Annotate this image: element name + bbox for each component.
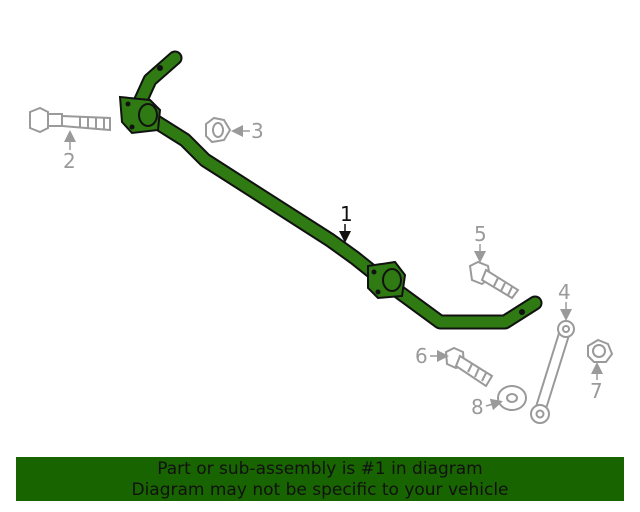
nut-part-3[interactable]	[205, 116, 232, 144]
callout-6: 6	[415, 344, 428, 368]
banner-line-disclaimer: Diagram may not be specific to your vehi…	[131, 480, 509, 500]
bolt-part-2[interactable]	[29, 106, 111, 134]
callout-2: 2	[63, 149, 76, 173]
bolt-part-6[interactable]	[444, 346, 494, 388]
callout-8: 8	[471, 395, 484, 419]
banner-line-part: Part or sub-assembly is #1 in diagram	[157, 459, 483, 479]
callout-4: 4	[558, 280, 571, 304]
diagram-note-banner: Part or sub-assembly is #1 in diagram Di…	[16, 457, 624, 501]
parts-diagram: 1 2 3 4 5 6 7 8	[29, 50, 614, 424]
callout-leaders	[64, 125, 603, 411]
callout-5: 5	[474, 222, 487, 246]
link-part-4[interactable]	[530, 320, 575, 424]
callout-3: 3	[251, 119, 264, 143]
washer-part-8[interactable]	[497, 385, 527, 411]
bolt-part-5[interactable]	[468, 260, 520, 300]
callout-7: 7	[590, 379, 603, 403]
callout-1: 1	[340, 202, 353, 226]
stabilizer-bar[interactable]	[118, 50, 543, 330]
nut-part-7[interactable]	[587, 338, 614, 363]
